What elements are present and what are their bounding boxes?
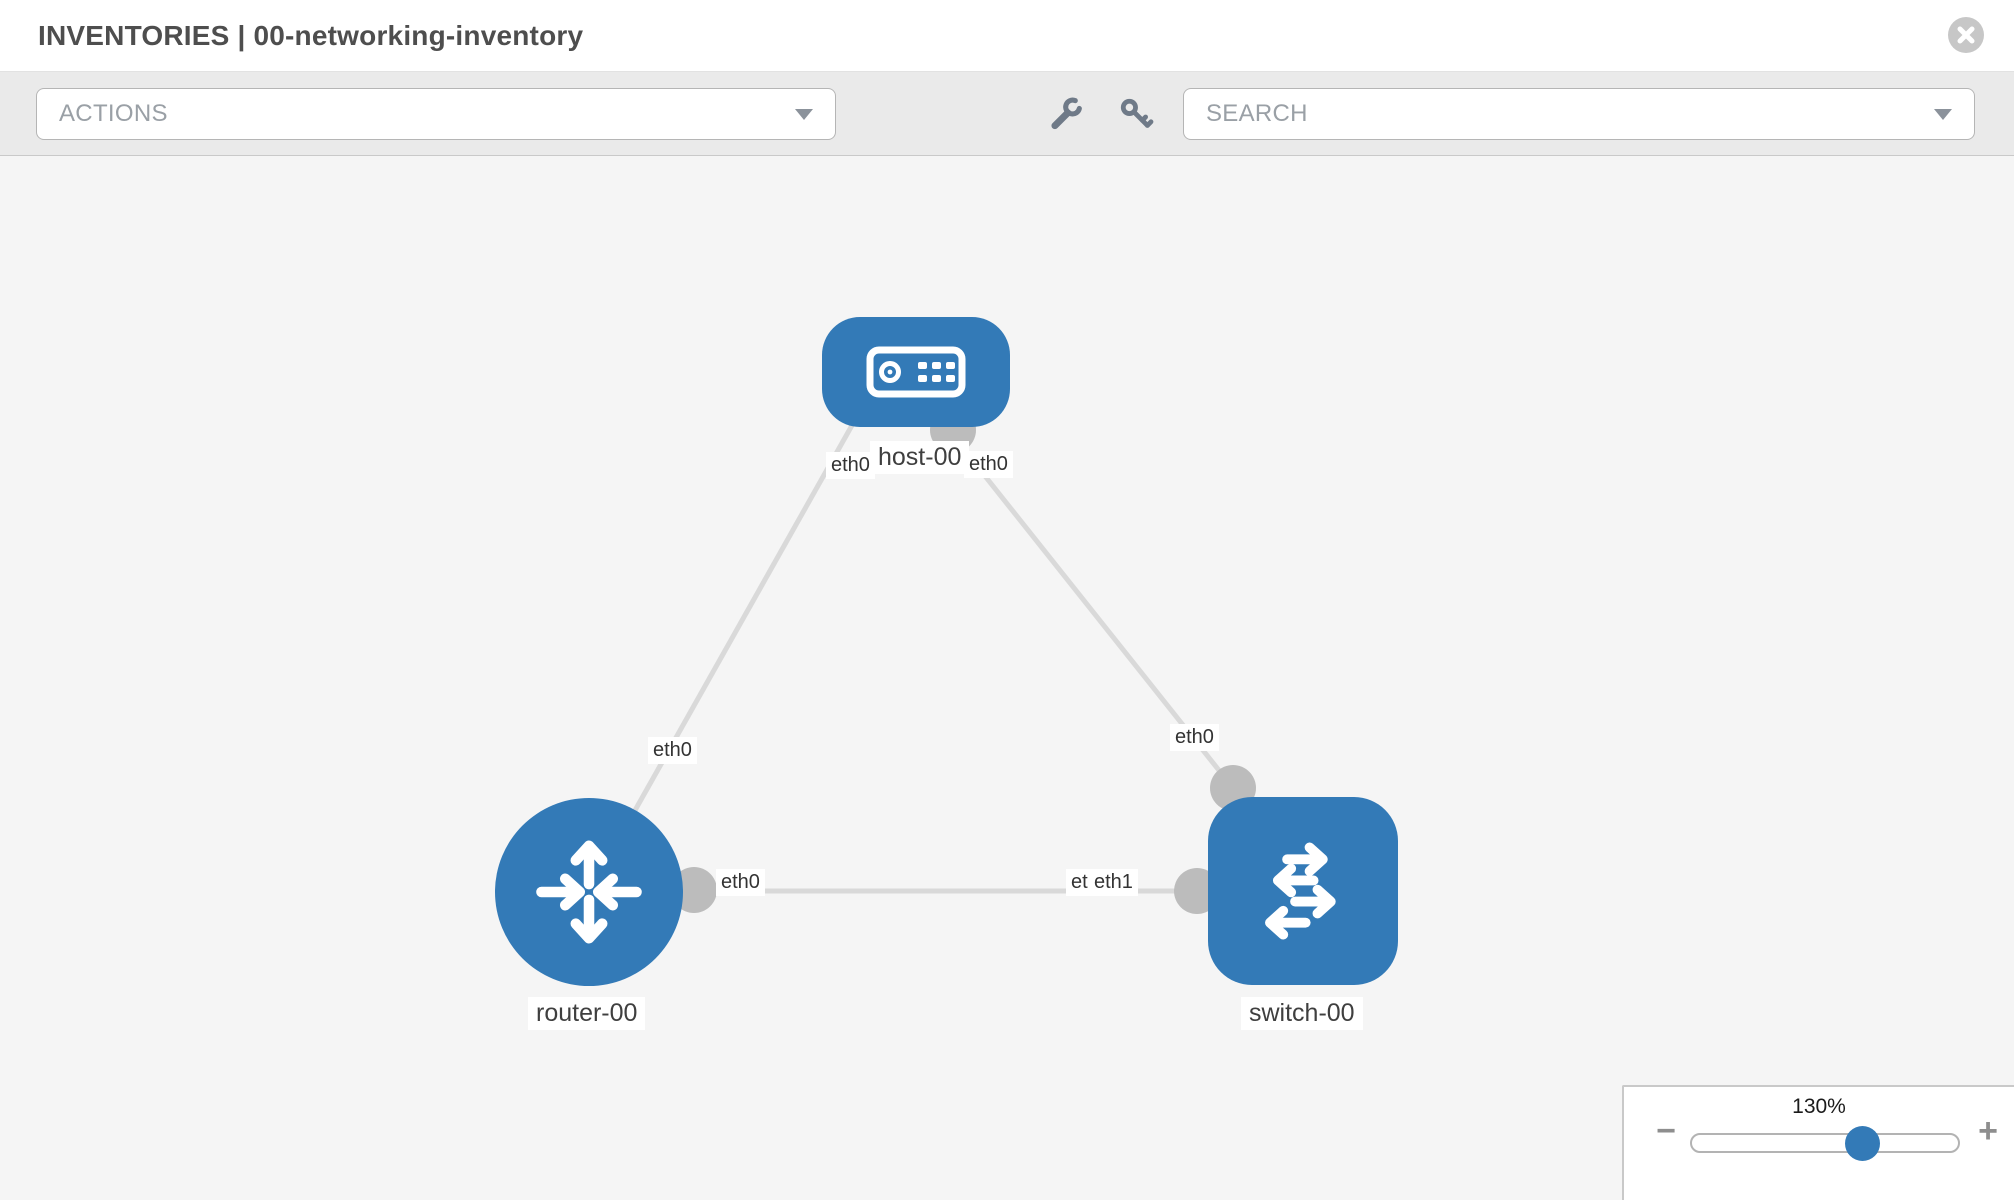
page-title: INVENTORIES | 00-networking-inventory [38,20,584,51]
zoom-slider-track[interactable] [1690,1133,1960,1153]
topology-canvas[interactable]: host-00 router-00 switch-00 eth0 eth0 et… [0,156,2014,1200]
close-button[interactable] [1948,17,1984,53]
close-icon [1957,26,1975,44]
toolbar: ACTIONS SEARCH [0,72,2014,156]
interface-label-switch-eth0-top: eth0 [1170,724,1219,751]
chevron-down-icon [795,108,813,120]
zoom-in-button[interactable]: + [1978,1112,1998,1150]
interface-label-router-eth0-mid: eth0 [716,869,765,896]
actions-dropdown-label: ACTIONS [59,100,168,127]
router-arrows-icon [536,840,642,944]
search-dropdown[interactable]: SEARCH [1183,88,1975,140]
node-switch-00[interactable] [1208,797,1398,985]
search-dropdown-label: SEARCH [1206,100,1308,127]
header-bar: INVENTORIES | 00-networking-inventory [0,0,2014,72]
node-label-router-00[interactable]: router-00 [528,997,646,1030]
actions-dropdown[interactable]: ACTIONS [36,88,836,140]
zoom-control-panel: 130% − + [1622,1085,2014,1200]
interface-label-host-eth0-right: eth0 [964,451,1013,478]
zoom-slider-handle[interactable] [1845,1126,1880,1161]
switch-arrows-icon [1265,842,1336,940]
wrench-icon[interactable] [1048,96,1084,132]
interface-label-switch-eth1: eth1 [1089,869,1138,896]
node-host-00[interactable] [822,317,1010,427]
node-router-00[interactable] [495,798,683,986]
node-label-host-00[interactable]: host-00 [870,441,970,474]
zoom-out-button[interactable]: − [1656,1112,1676,1150]
zoom-level-value: 130% [1792,1095,1846,1118]
node-label-switch-00[interactable]: switch-00 [1241,997,1363,1030]
interface-label-router-eth0-top: eth0 [648,737,697,764]
topology-links-layer [586,407,1256,914]
interface-label-host-eth0-left: eth0 [826,452,875,479]
key-icon[interactable] [1118,96,1154,132]
chevron-down-icon [1934,108,1952,120]
server-icon [866,346,966,398]
